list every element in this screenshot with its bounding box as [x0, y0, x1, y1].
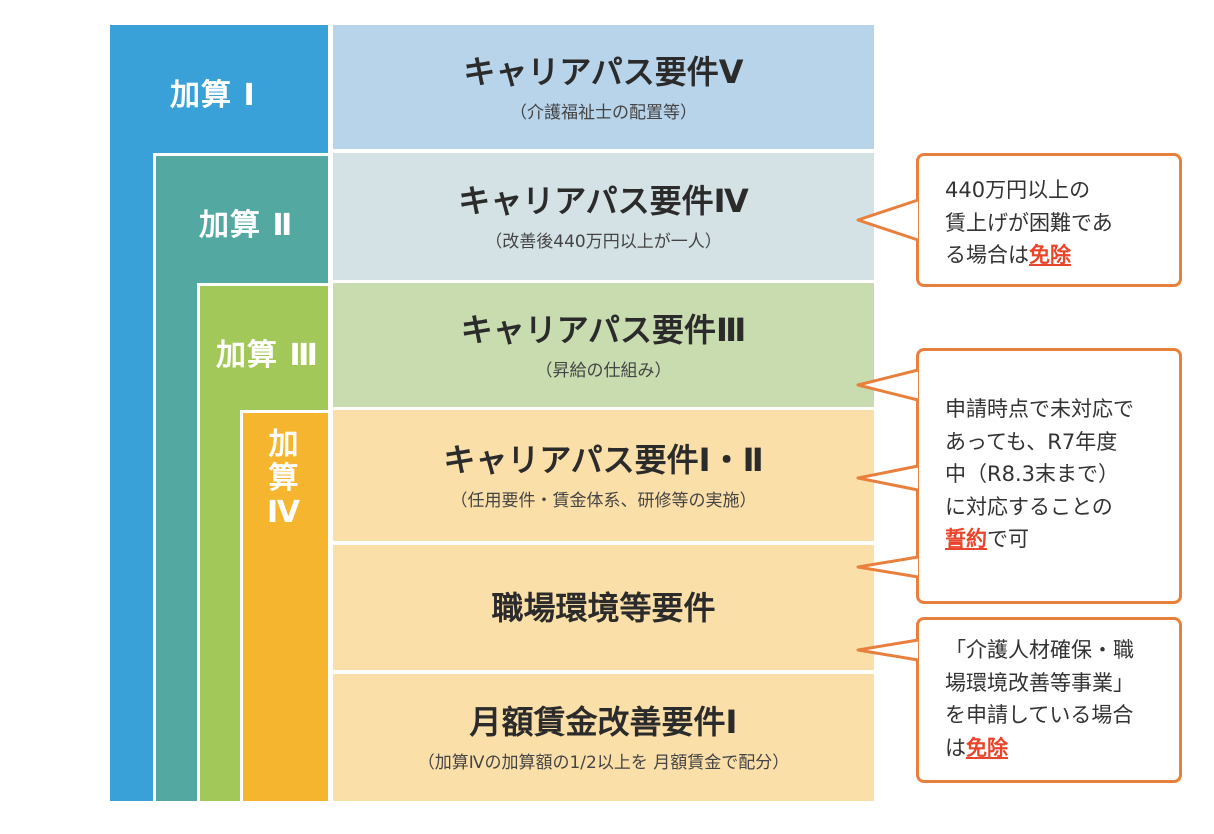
callout-line: は免除	[945, 732, 1165, 765]
row-career-path-4: キャリアパス要件Ⅳ （改善後440万円以上が一人）	[333, 153, 874, 280]
label-kasan-4-line-2: 算	[268, 461, 300, 496]
row-workplace-environment: 職場環境等要件	[333, 545, 874, 670]
row-career-path-3: キャリアパス要件Ⅲ （昇給の仕組み）	[333, 283, 874, 407]
row-monthly-wage-improvement: 月額賃金改善要件Ⅰ （加算Ⅳの加算額の1/2以上を 月額賃金で配分）	[333, 674, 874, 801]
row-career-path-1-2: キャリアパス要件Ⅰ・Ⅱ （任用要件・賃金体系、研修等の実施）	[333, 410, 874, 541]
row-title: キャリアパス要件Ⅳ	[458, 182, 749, 220]
row-subtitle: （任用要件・賃金体系、研修等の実施）	[450, 491, 757, 511]
callout-line: を申請している場合	[945, 703, 1134, 728]
label-kasan-4-line-3: Ⅳ	[267, 495, 301, 530]
callout-line: あっても、R7年度	[945, 429, 1118, 454]
label-kasan-1: 加算 Ⅰ	[170, 78, 256, 113]
callout-text: は	[945, 735, 966, 760]
callout-line: る場合は免除	[945, 239, 1165, 272]
row-title: キャリアパス要件Ⅴ	[463, 52, 744, 91]
callout-line: 誓約で可	[945, 523, 1165, 556]
callout-accent-pledge: 誓約	[945, 527, 987, 552]
label-kasan-3: 加算 Ⅲ	[216, 338, 319, 373]
callout-exemption-440: 440万円以上の 賃上げが困難であ る場合は免除	[916, 153, 1182, 287]
callout-line: 中（R8.3末まで）	[945, 462, 1119, 487]
row-subtitle: （介護福祉士の配置等）	[510, 102, 697, 123]
callout-accent-exemption: 免除	[966, 735, 1008, 760]
callout-pledge: 申請時点で未対応で あっても、R7年度 中（R8.3末まで） に対応することの …	[916, 348, 1182, 604]
row-subtitle: （加算Ⅳの加算額の1/2以上を 月額賃金で配分）	[417, 753, 790, 773]
label-kasan-2: 加算 Ⅱ	[199, 208, 294, 243]
callout-line: 賃上げが困難であ	[945, 210, 1113, 235]
callout-text: る場合は	[945, 243, 1029, 268]
row-subtitle: （改善後440万円以上が一人）	[485, 232, 722, 252]
label-kasan-4-line-1: 加	[268, 427, 300, 462]
band-kasan-4	[240, 410, 328, 801]
label-kasan-4: 加 算 Ⅳ	[262, 428, 306, 530]
callout-line: 申請時点で未対応で	[945, 397, 1134, 421]
row-title: 職場環境等要件	[491, 588, 716, 627]
row-subtitle: （昇給の仕組み）	[535, 360, 672, 381]
callout-exemption-project: 「介護人材確保・職 場環境改善等事業」 を申請している場合 は免除	[916, 617, 1182, 783]
row-title: 月額賃金改善要件Ⅰ	[469, 703, 738, 741]
callout-line: 場環境改善等事業」	[945, 670, 1134, 695]
row-career-path-5: キャリアパス要件Ⅴ （介護福祉士の配置等）	[333, 25, 874, 149]
callout-line: に対応することの	[945, 494, 1113, 519]
callout-line: 「介護人材確保・職	[945, 638, 1134, 662]
callout-accent-exemption: 免除	[1029, 243, 1071, 268]
row-title: キャリアパス要件Ⅲ	[460, 310, 747, 349]
callout-line: 440万円以上の	[945, 178, 1091, 202]
row-title: キャリアパス要件Ⅰ・Ⅱ	[443, 441, 764, 479]
callout-text: で可	[987, 527, 1029, 552]
